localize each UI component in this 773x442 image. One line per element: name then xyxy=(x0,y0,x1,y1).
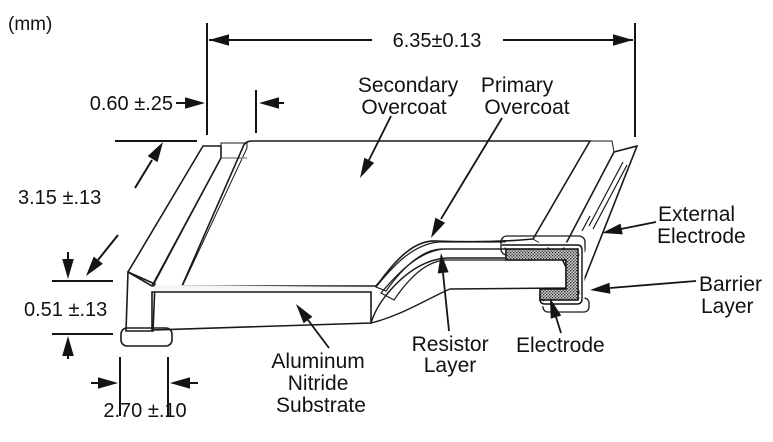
leader-electrode xyxy=(555,316,562,334)
dim-635-arrow-right xyxy=(613,34,633,46)
leader-primary-overcoat xyxy=(440,117,503,220)
leader-external-electrode xyxy=(620,221,657,230)
left-electrode-bottom-lip xyxy=(120,327,173,347)
leader-resistor-arrowhead xyxy=(437,253,449,274)
barrier-layer-line2: Layer xyxy=(701,295,754,318)
dim-315-seg-upper xyxy=(134,159,153,189)
right-band-crease-line3 xyxy=(581,215,591,232)
leader-electrode-arrowhead xyxy=(550,298,562,319)
leader-barrier-layer xyxy=(609,280,697,289)
external-electrode-line2: Electrode xyxy=(657,225,746,248)
dim-length-value: 6.35±0.13 xyxy=(393,30,482,52)
electrode-wrap-stippled xyxy=(505,248,579,301)
dim-051-arrow-up xyxy=(62,336,74,356)
barrier-layer-line1: Barrier xyxy=(699,273,762,296)
leader-substrate xyxy=(307,319,330,349)
secondary-overcoat-line2: Overcoat xyxy=(361,96,446,119)
electrode-label: Electrode xyxy=(516,334,605,357)
external-electrode-label: External Electrode xyxy=(657,203,746,248)
leader-secondary-arrowhead xyxy=(360,157,375,178)
dim-060-arrow-right xyxy=(259,97,279,109)
substrate-line2: Nitride xyxy=(288,372,349,395)
leader-primary-arrowhead xyxy=(431,217,446,238)
substrate-line3: Substrate xyxy=(276,394,366,417)
resistor-layer-line1: Resistor xyxy=(412,333,489,356)
dim-270-arrow-right xyxy=(170,377,190,389)
right-band-crease-line2 xyxy=(592,164,628,230)
secondary-overcoat-label: Secondary Overcoat xyxy=(358,74,464,119)
secondary-overcoat-line1: Secondary xyxy=(358,74,459,97)
units-label: (mm) xyxy=(8,14,52,35)
primary-overcoat-line2: Overcoat xyxy=(484,96,569,119)
leader-barrier-arrowhead xyxy=(590,282,611,294)
right-substrate-notch xyxy=(532,140,615,256)
barrier-layer-outline xyxy=(502,244,583,305)
dim-bottom-width-value: 2.70 ±.10 xyxy=(103,400,186,422)
primary-overcoat-label: Primary Overcoat xyxy=(481,74,570,119)
dim-635-arrow-left xyxy=(209,34,229,46)
leader-resistor-layer xyxy=(442,272,450,332)
substrate-front-face xyxy=(151,291,372,331)
substrate-label: Aluminum Nitride Substrate xyxy=(271,350,370,417)
leader-secondary-overcoat xyxy=(365,115,392,167)
left-external-electrode-band xyxy=(126,145,222,288)
leader-substrate-arrowhead xyxy=(296,304,313,324)
dim-chip-width-value: 3.15 ±.13 xyxy=(18,187,101,209)
leader-external-arrowhead xyxy=(602,223,623,235)
dim-315-arrow-up xyxy=(147,142,163,163)
substrate-top-margin-strip xyxy=(152,285,375,292)
substrate-cutaway-face xyxy=(369,257,567,324)
dim-315-arrow-down xyxy=(86,256,103,276)
right-band-crease-line xyxy=(588,161,624,227)
external-electrode-line1: External xyxy=(658,203,735,226)
barrier-layer-label: Barrier Layer xyxy=(699,273,768,318)
substrate-line1: Aluminum xyxy=(271,350,364,373)
resistor-layer-label: Resistor Layer xyxy=(412,333,495,377)
resistor-layer-line2: Layer xyxy=(424,354,477,377)
secondary-overcoat-face xyxy=(180,140,592,287)
left-substrate-notch xyxy=(152,142,248,288)
dim-060-arrow-left xyxy=(185,97,205,109)
primary-overcoat-line1: Primary xyxy=(481,74,554,97)
dim-band-width-value: 0.60 ±.25 xyxy=(90,93,173,115)
left-electrode-front-face xyxy=(125,270,156,332)
dim-315-seg-lower xyxy=(97,234,119,261)
dim-thickness-value: 0.51 ±.13 xyxy=(24,299,107,321)
dim-270-arrow-left xyxy=(98,377,118,389)
dim-051-arrow-down xyxy=(62,259,74,279)
